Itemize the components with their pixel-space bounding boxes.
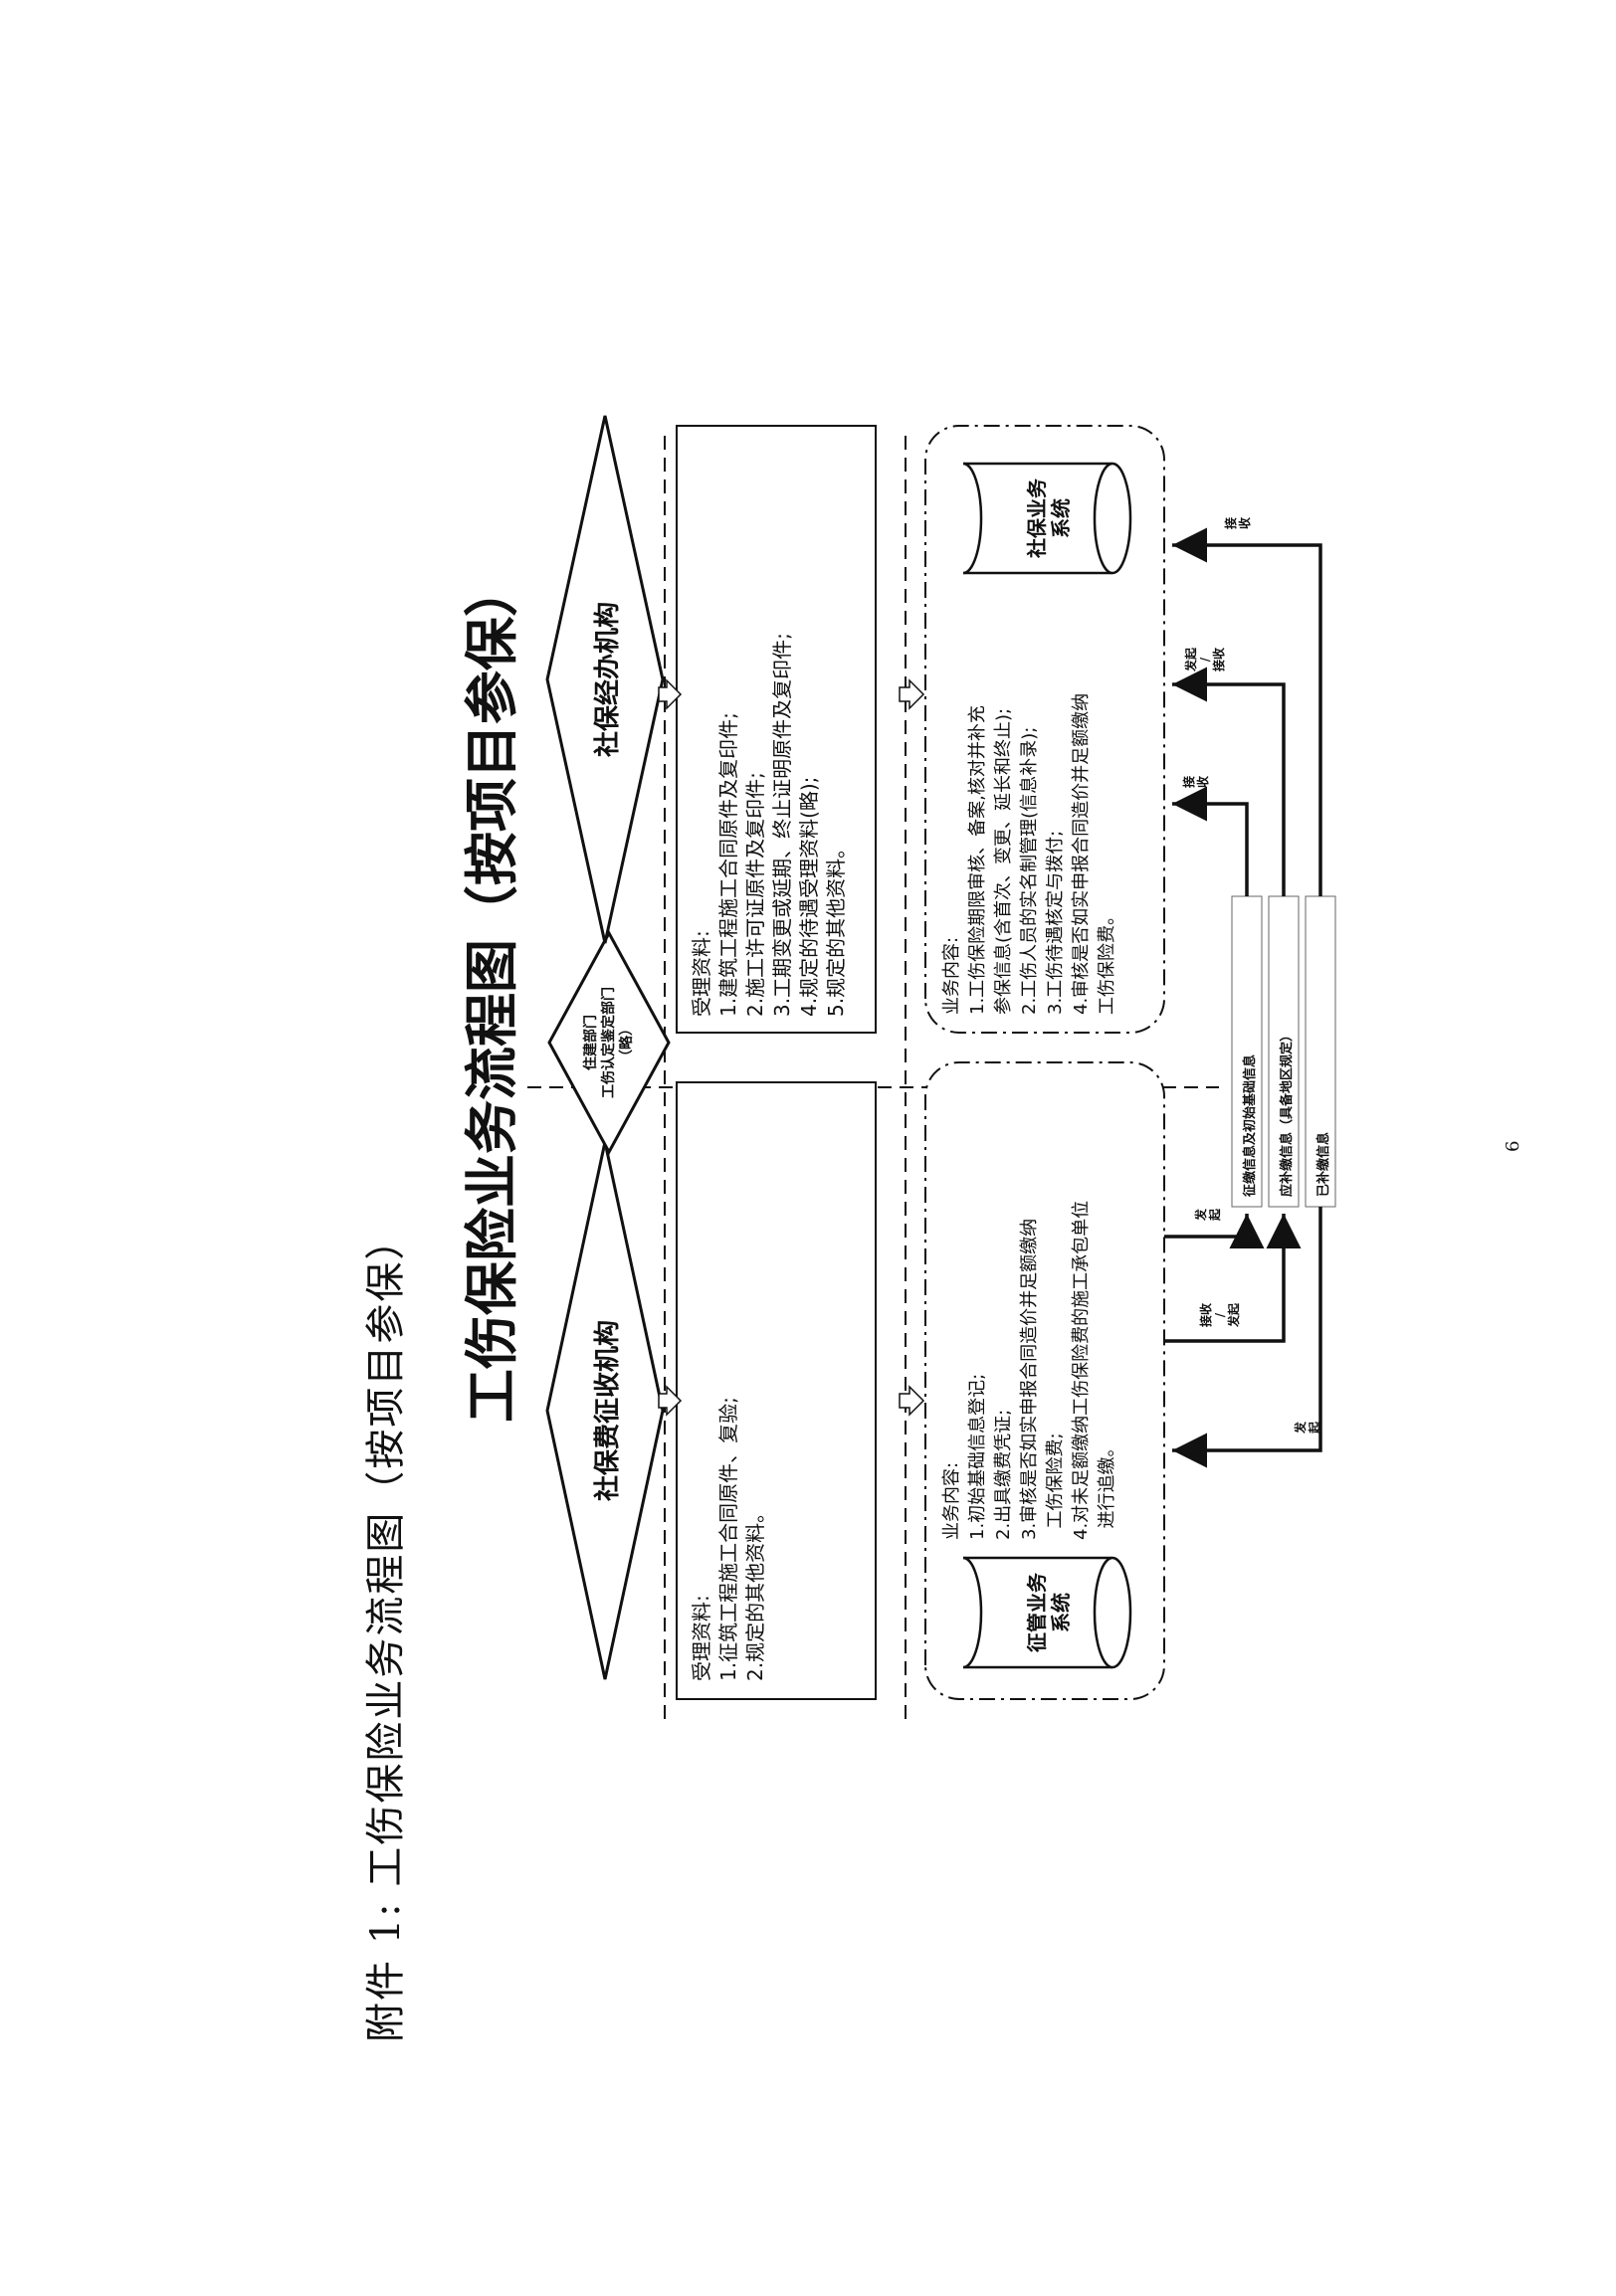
connector-left-2	[1164, 1214, 1302, 1343]
connector-left-1	[1164, 1214, 1265, 1248]
cylinder-right	[962, 462, 1132, 575]
lane-diamond-middle	[547, 929, 671, 1156]
exchange-band-2-label: 应补缴信息（具备地区规定）	[1280, 1028, 1295, 1197]
lane-label-left: 社保费征收机构	[593, 1320, 623, 1502]
hollow-arrow-right-top	[658, 678, 683, 710]
right-business-box	[924, 425, 1165, 1034]
left-business-text: 业务内容: 1.初始基础信息登记; 2.出具缴费凭证; 3.审核是否如实申报合同…	[941, 1200, 1117, 1540]
connector-label-recv-send-left: 接收 / 发起	[1199, 1303, 1241, 1328]
lane-label-right: 社保经办机构	[593, 602, 623, 758]
connector-right-2	[1172, 667, 1286, 896]
connector-right-1	[1172, 786, 1249, 896]
connector-label-send-left-2: 发 起	[1294, 1422, 1321, 1435]
connector-label-send-left: 发 起	[1194, 1209, 1222, 1222]
system-label-right: 社保业务 系统	[1025, 478, 1073, 558]
right-materials-text: 受理资料: 1.建筑工程施工合同原件及复印件; 2.施工许可证原件及复印件; 3…	[690, 633, 848, 1017]
lane-diamond-right	[545, 415, 665, 944]
hollow-arrow-right-bottom	[899, 678, 925, 710]
left-business-box	[924, 1061, 1165, 1700]
left-materials-box	[676, 1081, 877, 1700]
connector-label-recv-right: 接 收	[1182, 776, 1210, 789]
exchange-band-1-label: 征缴信息及初始基础信息	[1243, 1053, 1258, 1197]
lane-label-middle: 住建部门 工伤认定鉴定部门 （略）	[583, 987, 635, 1098]
right-materials-box	[676, 425, 877, 1034]
exchange-band-3-label: 已补缴信息	[1316, 1131, 1331, 1197]
right-business-text: 业务内容: 1.工伤保险期限审核、备案,核对并补充 参保信息(含首次、变更、延长…	[941, 692, 1117, 1015]
left-materials-text: 受理资料: 1.征筑工程施工合同原件、复验; 2.规定的其他资料。	[690, 1397, 767, 1681]
hollow-arrow-left-top	[658, 1385, 683, 1417]
connector-left-3	[1172, 1207, 1322, 1468]
system-label-left: 征管业务 系统	[1025, 1573, 1073, 1652]
connector-label-recv-right-2: 接 收	[1224, 517, 1252, 530]
connector-label-send-recv-right: 发起 / 接收	[1184, 648, 1226, 672]
cylinder-left	[962, 1556, 1132, 1669]
page-number: 6	[1503, 1140, 1523, 1152]
hollow-arrow-left-bottom	[899, 1385, 925, 1417]
connector-right-3	[1172, 527, 1322, 896]
